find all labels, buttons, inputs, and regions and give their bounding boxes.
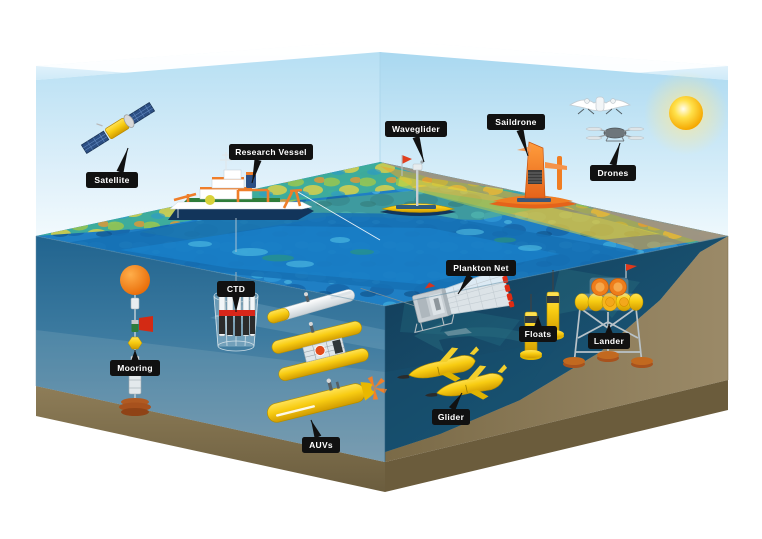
mooring-release: [128, 373, 142, 395]
lander-feet: [563, 351, 653, 368]
callout-satellite[interactable]: Satellite: [86, 147, 138, 188]
callout-labels: Satellite Research Vessel Waveglider Saildr…: [86, 114, 636, 453]
callout-waveglider[interactable]: Waveglider: [385, 121, 447, 163]
callout-text-mooring: Mooring: [117, 363, 153, 373]
callout-saildrone[interactable]: Saildrone: [487, 114, 545, 157]
callout-box-mooring[interactable]: [110, 360, 160, 376]
callout-box-ctd[interactable]: [217, 281, 255, 297]
mooring-anchor: [119, 398, 151, 416]
callout-glider[interactable]: Glider: [432, 392, 470, 425]
research-vessel: [168, 152, 381, 252]
callout-box-glider[interactable]: [432, 409, 470, 425]
callout-box-satellite[interactable]: [86, 172, 138, 188]
ctd-rosette: [213, 272, 259, 352]
callout-pointer-research-vessel: [252, 159, 262, 183]
callout-text-waveglider: Waveglider: [392, 124, 440, 134]
float-1: [520, 294, 542, 360]
callout-text-research-vessel: Research Vessel: [235, 147, 307, 157]
callout-research-vessel[interactable]: Research Vessel: [229, 144, 313, 184]
callout-text-drones: Drones: [597, 168, 628, 178]
mooring-surface-buoy: [120, 265, 150, 295]
sea-surface: [36, 162, 728, 306]
block-edges: [35, 235, 729, 462]
callout-text-auvs: AUVs: [309, 440, 333, 450]
saildrone: [489, 141, 577, 209]
callout-box-floats[interactable]: [519, 326, 557, 342]
callout-box-lander[interactable]: [588, 333, 630, 349]
callout-text-glider: Glider: [438, 412, 465, 422]
callout-text-floats: Floats: [525, 329, 552, 339]
callout-text-lander: Lander: [594, 336, 625, 346]
callout-plankton-net[interactable]: Plankton Net: [446, 260, 516, 295]
callout-pointer-lander: [605, 324, 613, 333]
plankton-net: [360, 267, 515, 334]
callout-drones[interactable]: Drones: [590, 142, 636, 181]
waveglider: [380, 155, 456, 216]
callout-box-waveglider[interactable]: [385, 121, 447, 137]
callout-box-auvs[interactable]: [302, 437, 340, 453]
callout-pointer-floats: [534, 316, 542, 326]
callout-box-drones[interactable]: [590, 165, 636, 181]
callout-pointer-plankton-net: [458, 274, 473, 294]
sun-disc: [669, 96, 703, 130]
lander: [563, 264, 653, 368]
callout-floats[interactable]: Floats: [519, 316, 557, 342]
glider-1: [397, 346, 480, 382]
callout-text-plankton-net: Plankton Net: [453, 263, 509, 273]
fixed-wing-drone: [568, 96, 632, 115]
callout-pointer-glider: [448, 393, 462, 411]
callout-pointer-satellite: [116, 148, 128, 174]
callout-pointer-waveglider: [412, 135, 424, 162]
callout-lander[interactable]: Lander: [588, 324, 630, 349]
callout-pointer-auvs: [311, 420, 322, 439]
auv-1: [267, 289, 355, 324]
callout-text-saildrone: Saildrone: [495, 117, 536, 127]
callout-ctd[interactable]: CTD: [217, 281, 255, 312]
callout-text-satellite: Satellite: [94, 175, 129, 185]
plankton-net-shadow: [444, 328, 472, 336]
callout-text-ctd: CTD: [227, 284, 245, 294]
quadcopter-drone: [585, 127, 645, 142]
callout-box-plankton-net[interactable]: [446, 260, 516, 276]
auv-3: [267, 376, 387, 423]
auv-2: [271, 321, 369, 381]
callout-pointer-mooring: [131, 350, 139, 360]
glider-2: [425, 364, 508, 400]
auv-propeller: [367, 376, 387, 400]
callout-pointer-saildrone: [516, 128, 528, 156]
callout-mooring[interactable]: Mooring: [110, 350, 160, 376]
sun: [644, 71, 728, 155]
callout-box-saildrone[interactable]: [487, 114, 545, 130]
callout-pointer-ctd: [232, 297, 240, 312]
callout-box-research-vessel[interactable]: [229, 144, 313, 160]
satellite: [80, 102, 156, 154]
callout-pointer-drones: [609, 143, 620, 167]
callout-auvs[interactable]: AUVs: [302, 419, 340, 453]
